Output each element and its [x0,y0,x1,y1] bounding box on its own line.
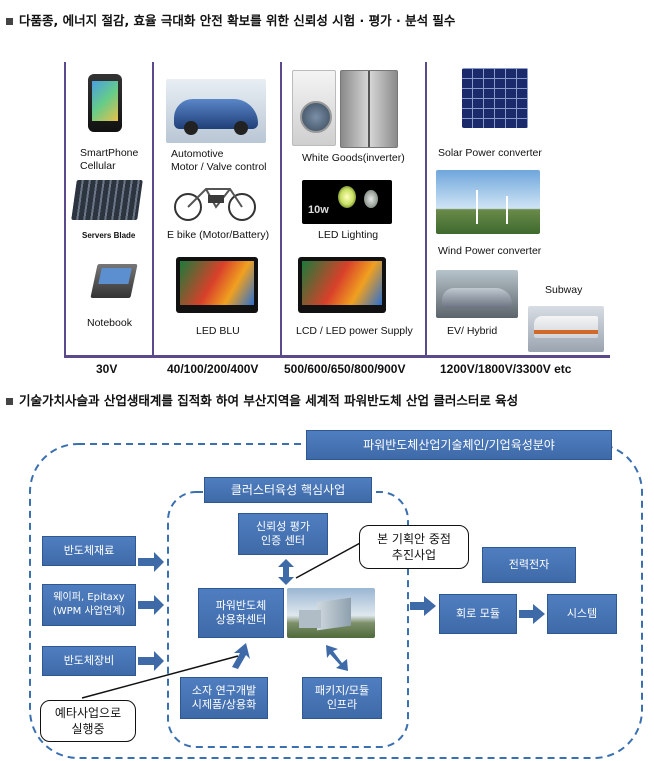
server-blade-image [71,180,143,220]
system-box: 시스템 [547,594,617,634]
voltage-col1: 30V [96,362,118,376]
fridge-image [340,70,398,148]
arrow-right-icon [410,596,436,616]
watermark-10w: 10w [308,204,329,216]
notebook-image [90,264,138,298]
arrow-diagonal-icon [326,645,348,671]
column-divider [64,62,66,357]
input-box-material: 반도체재료 [42,536,136,566]
input-box-wafer: 웨이퍼, Epitaxy (WPM 사업연계) [42,584,136,626]
caption-led-lighting: LED Lighting [318,229,379,241]
package-module-box: 패키지/모듈 인프라 [302,677,382,719]
reliability-center-box: 신뢰성 평가 인증 센터 [238,513,328,555]
voltage-col3: 500/600/650/800/900V [284,362,406,376]
caption-led-blu: LED BLU [196,325,240,337]
arrow-updown-icon [278,559,294,585]
column-divider [425,62,427,357]
solar-panel-image [462,68,528,128]
arrow-right-icon [138,651,164,671]
input-arrows [138,552,164,671]
caption-solar: Solar Power converter [438,147,542,159]
column-divider [152,62,154,357]
callout-main-project: 본 기획안 중점 추진사업 [359,525,469,569]
callout-ongoing-project: 예타사업으로 실행중 [40,700,136,742]
ebike-image [174,188,256,221]
output-arrow [410,596,436,616]
power-electronics-box: 전력전자 [482,547,576,583]
output-arrow [519,604,545,624]
section2-heading-text: 기술가치사슬과 산업생태계를 집적화 하여 부산지역을 세계적 파워반도체 산업… [19,393,519,408]
caption-smartphone: SmartPhone Cellular [80,147,139,172]
commercialization-center-box: 파워반도체 상용화센터 [198,588,284,638]
input-box-equipment: 반도체장비 [42,646,136,676]
bullet-icon [6,398,13,405]
circuit-module-box: 회로 모듈 [439,594,517,634]
led-bulb-image: 10w [302,180,392,224]
inner-dashed-frame [167,491,409,748]
wind-turbine-image [436,170,540,234]
tv-image [298,257,386,313]
arrow-right-icon [519,604,545,624]
tv-image [176,257,258,313]
caption-white-goods: White Goods(inverter) [302,152,405,164]
arrow-right-icon [138,595,164,615]
outer-title-box: 파워반도체산업기술체인/기업육성분야 [306,430,612,460]
section2-heading: 기술가치사슬과 산업생태계를 집적화 하여 부산지역을 세계적 파워반도체 산업… [6,390,518,409]
caption-notebook: Notebook [87,317,132,329]
caption-automotive: Automotive Motor / Valve control [171,148,267,173]
device-rnd-box: 소자 연구개발 시제품/상용화 [180,677,268,719]
caption-lcd-led-power: LCD / LED power Supply [296,325,413,337]
ev-image [436,270,518,318]
subway-image [528,306,604,352]
arrow-diagonal-icon [232,643,250,669]
caption-ev: EV/ Hybrid [447,325,498,337]
panel-baseline [64,355,610,358]
building-image [287,588,375,638]
caption-ebike: E bike (Motor/Battery) [167,229,270,241]
washer-fridge-image [292,70,336,146]
inner-arrows [232,559,348,671]
column-divider [280,62,282,357]
voltage-col2: 40/100/200/400V [167,362,259,376]
car-image [166,79,266,143]
smartphone-image [88,74,122,132]
bullet-icon [6,18,13,25]
callout-pointers [81,541,363,699]
voltage-col4: 1200V/1800V/3300V etc [440,362,572,376]
caption-servers: Servers Blade [82,231,136,240]
caption-wind: Wind Power converter [438,245,542,257]
arrow-right-icon [138,552,164,572]
section1-heading-text: 다품종, 에너지 절감, 효율 극대화 안전 확보를 위한 신뢰성 시험 · 평… [19,13,456,28]
section1-heading: 다품종, 에너지 절감, 효율 극대화 안전 확보를 위한 신뢰성 시험 · 평… [6,10,455,29]
caption-subway: Subway [545,284,583,296]
inner-title-box: 클러스터육성 핵심사업 [204,477,372,503]
